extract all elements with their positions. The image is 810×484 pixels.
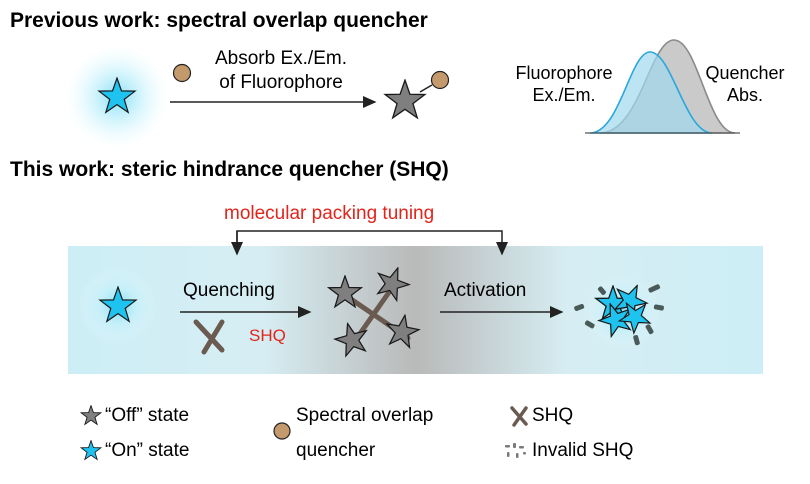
arrow-label-line-1: Absorb Ex./Em. xyxy=(215,48,347,69)
tuning-label: molecular packing tuning xyxy=(224,203,435,224)
legend-on-state: “On” state xyxy=(105,440,190,461)
legend-shq: SHQ xyxy=(532,405,574,426)
quencher-label-line-1: Quencher xyxy=(705,63,785,83)
off-state-aggregate xyxy=(329,262,421,357)
legend-spectral-quencher: Spectral overlap quencher xyxy=(296,405,433,462)
legend-off-star-icon xyxy=(81,406,101,425)
legend-spectral-line-1: Spectral overlap xyxy=(296,405,434,426)
bottom-fluorophore-on xyxy=(78,266,158,346)
legend-spectral-line-2: quencher xyxy=(296,440,376,461)
previous-fluorophore-on xyxy=(65,45,169,149)
legend-shq-cross-icon xyxy=(510,406,528,427)
fluor-label-line-2: Ex./Em. xyxy=(532,85,596,105)
legend-quencher-ball-icon xyxy=(273,422,291,440)
fluorophore-curve xyxy=(589,51,713,134)
legend-off-state: “Off” state xyxy=(105,405,190,426)
this-work-title: This work: steric hindrance quencher (SH… xyxy=(10,158,449,181)
legend-invalid-shq-icon xyxy=(505,443,526,458)
invalid-shq-fragments xyxy=(574,284,664,346)
quencher-label: Quencher Abs. xyxy=(695,62,795,106)
legend-invalid-shq: Invalid SHQ xyxy=(532,440,634,461)
previous-arrow-label: Absorb Ex./Em. of Fluorophore xyxy=(199,47,363,95)
fluor-label-line-1: Fluorophore xyxy=(515,63,613,83)
previous-work-title: Previous work: spectral overlap quencher xyxy=(10,9,428,32)
quencher-label-line-2: Abs. xyxy=(726,85,764,105)
activation-label: Activation xyxy=(444,280,527,301)
activated-cluster xyxy=(574,274,664,350)
tuning-bracket xyxy=(231,230,508,256)
arrow-label-line-2: of Fluorophore xyxy=(219,72,343,93)
spectral-overlap-plot xyxy=(585,39,740,134)
spectral-quencher-ball-icon xyxy=(172,63,192,83)
fluorophore-label: Fluorophore Ex./Em. xyxy=(500,62,628,106)
quenching-label: Quenching xyxy=(183,280,275,301)
shq-label: SHQ xyxy=(249,326,286,345)
shq-cross-icon xyxy=(193,319,225,355)
previous-quenched-fluorophore xyxy=(385,70,450,118)
legend-on-star-icon xyxy=(81,441,101,460)
